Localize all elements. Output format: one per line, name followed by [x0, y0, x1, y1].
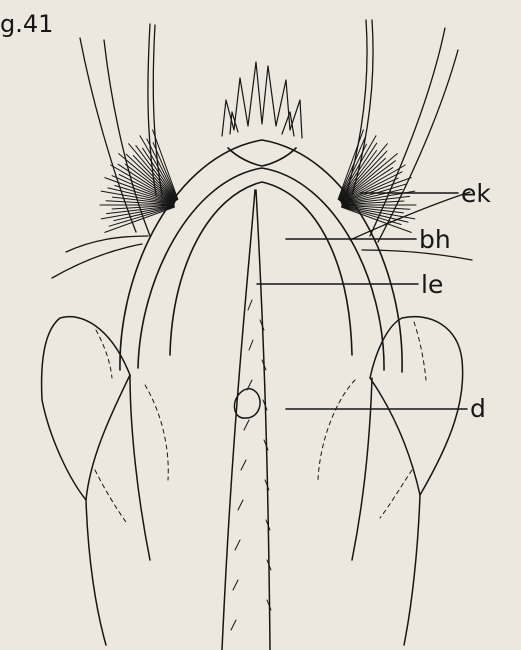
left-seta-tuft	[100, 130, 178, 233]
seta-bristle	[105, 207, 175, 232]
right-long-setae	[346, 20, 472, 260]
apex-spines	[222, 62, 302, 138]
label-bh: bh	[419, 227, 451, 252]
right-seta-tuft	[338, 130, 416, 233]
label-d: d	[470, 396, 486, 421]
right-lobe	[318, 317, 463, 645]
label-le: le	[421, 272, 443, 297]
left-lobe	[42, 317, 169, 645]
figure-label: g.41	[0, 12, 53, 37]
central-stalk	[222, 190, 271, 650]
label-ek: ek	[461, 181, 491, 206]
left-long-setae	[52, 24, 162, 278]
